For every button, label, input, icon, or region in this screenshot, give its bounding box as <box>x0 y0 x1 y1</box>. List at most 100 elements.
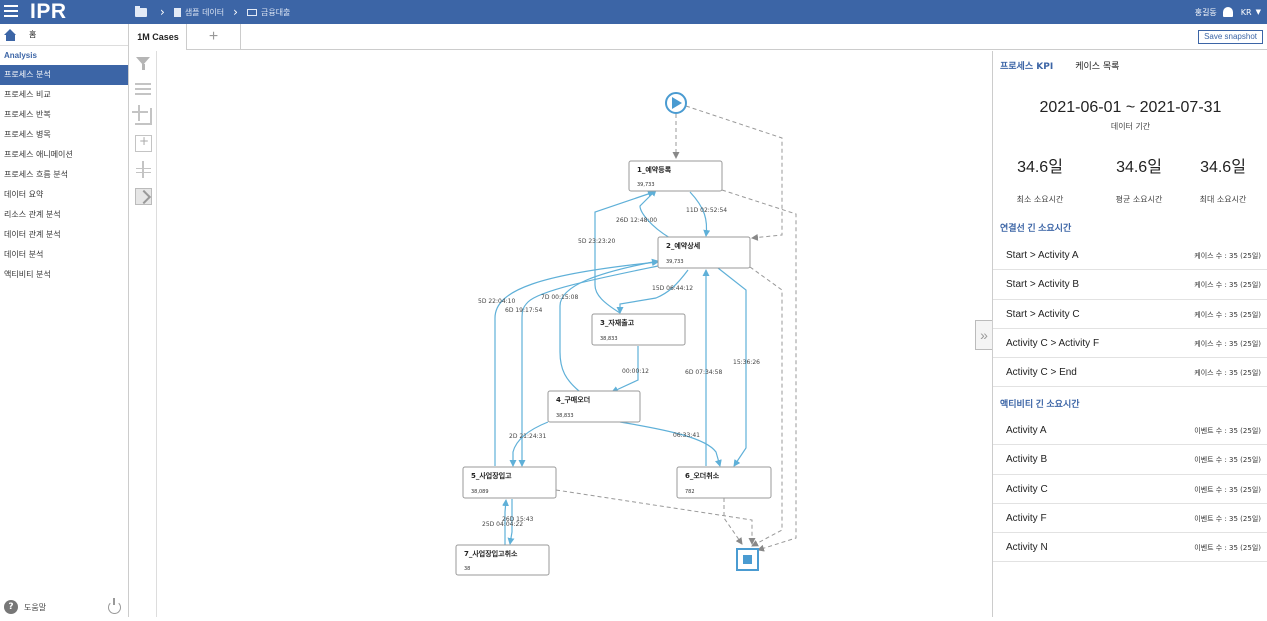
process-map-canvas[interactable]: 26D 12:48:00 11D 02:52:54 5D 23:23:20 15… <box>158 51 992 617</box>
row-count: 이벤트 수 : 35 (25일) <box>1194 427 1261 435</box>
row-count: 이벤트 수 : 35 (25일) <box>1194 544 1261 553</box>
edge-duration-heading: 연결선 긴 소요시간 <box>1000 223 1072 233</box>
edge-label: 6D 07:34:58 <box>685 369 722 376</box>
table-icon <box>246 8 257 16</box>
edge-n1-n2[interactable] <box>689 191 711 237</box>
activity-node[interactable]: 7_사업장입고취소 38 <box>455 544 550 576</box>
breadcrumb-table[interactable]: 금융대출 <box>260 7 291 17</box>
edge-n2-n3[interactable] <box>616 269 689 314</box>
edge-label: 06:33:41 <box>673 432 700 439</box>
sidebar-item-activity-analysis[interactable]: 액티비티 분석 <box>4 270 51 279</box>
breadcrumb-dataset[interactable]: 샘플 데이터 <box>184 7 225 17</box>
sidebar-item-process-compare[interactable]: 프로세스 비교 <box>4 90 51 99</box>
edge-label: 00:00:12 <box>622 368 649 375</box>
edge-n5-n7[interactable] <box>507 499 515 545</box>
activity-node[interactable]: 4_구매오더 38,833 <box>547 390 641 423</box>
edge-n4-n6[interactable] <box>619 421 722 467</box>
sidebar-item-process-repeat[interactable]: 프로세스 반복 <box>4 110 51 119</box>
list-item[interactable]: Start > Activity C 케이스 수 : 35 (25일) <box>993 300 1267 329</box>
end-node[interactable] <box>736 548 759 571</box>
svg-text:39,733: 39,733 <box>666 259 684 265</box>
edge-label: 6D 19:17:54 <box>505 307 542 314</box>
edge-n7-n5[interactable] <box>502 499 509 545</box>
tool-column <box>130 51 157 617</box>
list-icon[interactable] <box>135 81 152 98</box>
help-link[interactable]: ? 도움말 <box>4 600 46 614</box>
kpi-max: 34.6일 최대 소요시간 <box>1178 153 1267 205</box>
sidebar-item-data-analysis[interactable]: 데이터 분석 <box>4 250 44 259</box>
sidebar-item-process-bottleneck[interactable]: 프로세스 병목 <box>4 130 51 139</box>
activity-node[interactable]: 2_예약상세 39,733 <box>657 236 751 269</box>
activity-node[interactable]: 6_오더취소 782 <box>676 466 772 499</box>
row-name: Start > Activity B <box>1006 279 1080 291</box>
edge-label: 5D 22:04:10 <box>478 298 515 305</box>
start-node[interactable] <box>665 92 687 114</box>
bell-icon[interactable] <box>1222 7 1233 17</box>
app-logo[interactable]: IPR <box>30 0 67 23</box>
save-snapshot-button[interactable]: Save snapshot <box>1198 30 1263 44</box>
add-tab-button[interactable]: + <box>187 24 241 50</box>
row-name: Start > Activity C <box>1006 308 1080 320</box>
language-select[interactable]: KR <box>1240 7 1252 17</box>
activity-node[interactable]: 5_사업장입고 38,089 <box>462 466 557 499</box>
edge-n2-n6[interactable] <box>717 267 747 467</box>
activity-node[interactable]: 3_자재출고 38,833 <box>591 313 686 346</box>
row-name: Start > Activity A <box>1006 250 1079 261</box>
play-icon <box>672 97 682 109</box>
sidebar-item-process-flow[interactable]: 프로세스 흐름 분석 <box>4 170 68 179</box>
menu-icon[interactable] <box>4 5 18 17</box>
tab-1m-cases[interactable]: 1M Cases <box>130 24 187 50</box>
edge-n6-end[interactable] <box>723 498 743 545</box>
expand-panel-button[interactable]: » <box>975 320 992 350</box>
tab-case-list[interactable]: 케이스 목록 <box>1075 62 1120 72</box>
tab-process-kpi[interactable]: 프로세스 KPI <box>1000 62 1054 72</box>
filter-icon[interactable] <box>135 55 152 72</box>
power-icon[interactable] <box>108 598 121 614</box>
svg-text:5_사업장입고: 5_사업장입고 <box>471 471 512 480</box>
edge-n2-n5[interactable] <box>518 265 659 467</box>
edge-n3-n4[interactable] <box>611 346 639 393</box>
edge-n3-n1[interactable] <box>594 190 655 314</box>
edge-n1-end[interactable] <box>721 189 797 552</box>
edge-n4-n2[interactable] <box>559 258 659 392</box>
sidebar-item-process-analysis[interactable]: 프로세스 분석 <box>0 65 128 85</box>
tab-bar: 1M Cases + Save snapshot <box>130 24 1267 50</box>
user-name[interactable]: 홍길동 <box>1194 7 1217 17</box>
export-icon[interactable] <box>135 188 152 205</box>
edge-n2-end[interactable] <box>749 266 783 547</box>
home-label: 홈 <box>29 30 37 39</box>
expand-icon[interactable] <box>135 134 152 152</box>
svg-text:3_자재출고: 3_자재출고 <box>600 318 635 327</box>
edge-n2-n1[interactable] <box>639 189 671 239</box>
align-icon[interactable] <box>135 161 152 178</box>
edge-n4-n5[interactable] <box>509 421 549 467</box>
folder-icon[interactable] <box>135 5 147 17</box>
sidebar-item-data-summary[interactable]: 데이터 요약 <box>4 190 44 199</box>
row-count: 케이스 수 : 35 (25일) <box>1194 310 1261 319</box>
svg-text:1_예약등록: 1_예약등록 <box>637 165 672 174</box>
crop-icon[interactable] <box>132 105 152 125</box>
kpi-panel: 프로세스 KPI 케이스 목록 2021-06-01 ~ 2021-07-31 … <box>992 51 1267 617</box>
sidebar-home[interactable]: 홈 <box>0 24 128 46</box>
sidebar-item-data-relation[interactable]: 데이터 관계 분석 <box>4 230 61 239</box>
edge-n5-n2[interactable] <box>494 259 659 466</box>
row-count: 이벤트 수 : 35 (25일) <box>1194 456 1261 465</box>
edge-n5-end[interactable] <box>555 489 756 545</box>
kpi-min: 34.6일 최소 소요시간 <box>995 153 1085 205</box>
activity-node[interactable]: 1_예약등록 39,733 <box>628 160 723 192</box>
chevron-right-icon: › <box>233 5 238 19</box>
sidebar-item-resource-relation[interactable]: 리소스 관계 분석 <box>4 210 61 219</box>
caret-down-icon[interactable]: ▼ <box>1255 8 1261 16</box>
sidebar-item-process-animation[interactable]: 프로세스 애니메이션 <box>4 150 73 159</box>
edge-start-n2[interactable] <box>685 105 783 241</box>
